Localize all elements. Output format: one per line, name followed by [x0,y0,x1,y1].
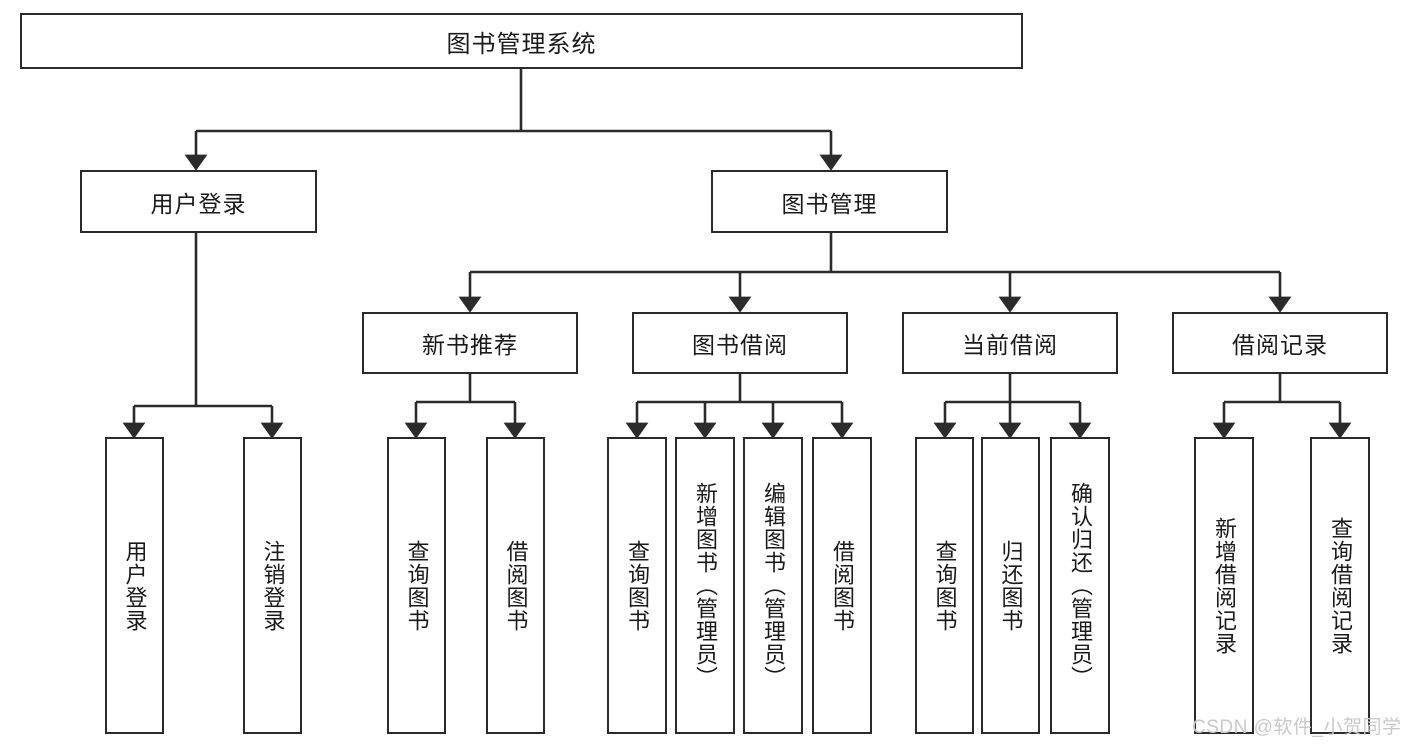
node-label: 查询图书 [932,539,958,632]
node-label: 图书借阅 [692,332,788,358]
leaf-new-book-borrow[interactable]: 借阅图书 [486,437,545,734]
node-label: 用户登录 [122,539,148,632]
node-root-system[interactable]: 图书管理系统 [20,13,1023,69]
leaf-book-borrow-add[interactable]: 新增图书（管理员） [675,437,735,734]
leaf-book-borrow-edit[interactable]: 编辑图书（管理员） [743,437,803,734]
leaf-user-login-logout[interactable]: 注销登录 [243,437,302,734]
node-label: 图书管理系统 [446,30,597,58]
node-label: 借阅记录 [1232,332,1328,358]
node-label: 注销登录 [260,539,286,632]
node-label: 借阅图书 [503,539,529,632]
node-label: 确认归还（管理员） [1067,482,1093,689]
node-label: 借阅图书 [829,539,855,632]
leaf-current-borrow-query[interactable]: 查询图书 [915,437,974,734]
node-label: 新增借阅记录 [1211,516,1237,655]
leaf-user-login-login[interactable]: 用户登录 [105,437,164,734]
node-label: 查询借阅记录 [1327,516,1353,655]
node-label: 新增图书（管理员） [692,482,718,689]
node-label: 归还图书 [998,539,1024,632]
node-label: 图书管理 [781,190,878,217]
leaf-new-book-query[interactable]: 查询图书 [387,437,446,734]
node-label: 新书推荐 [422,332,518,358]
leaf-book-borrow-query[interactable]: 查询图书 [607,437,667,734]
leaf-borrow-record-query[interactable]: 查询借阅记录 [1310,437,1370,734]
node-label: 用户登录 [150,190,247,217]
watermark: CSDN @软件_小贺同学 [1192,717,1402,738]
node-label: 当前借阅 [962,332,1058,358]
node-label: 编辑图书（管理员） [760,482,786,689]
node-current-borrow[interactable]: 当前借阅 [902,312,1118,374]
node-label: 查询图书 [404,539,430,632]
leaf-current-borrow-confirm-return[interactable]: 确认归还（管理员） [1050,437,1110,734]
node-label: 查询图书 [624,539,650,632]
node-new-book-recommend[interactable]: 新书推荐 [362,312,578,374]
node-user-login[interactable]: 用户登录 [80,170,317,233]
leaf-book-borrow-borrow[interactable]: 借阅图书 [812,437,872,734]
node-book-borrow[interactable]: 图书借阅 [632,312,848,374]
leaf-current-borrow-return[interactable]: 归还图书 [981,437,1040,734]
node-borrow-record[interactable]: 借阅记录 [1172,312,1388,374]
node-book-management[interactable]: 图书管理 [711,170,948,233]
leaf-borrow-record-add[interactable]: 新增借阅记录 [1194,437,1254,734]
